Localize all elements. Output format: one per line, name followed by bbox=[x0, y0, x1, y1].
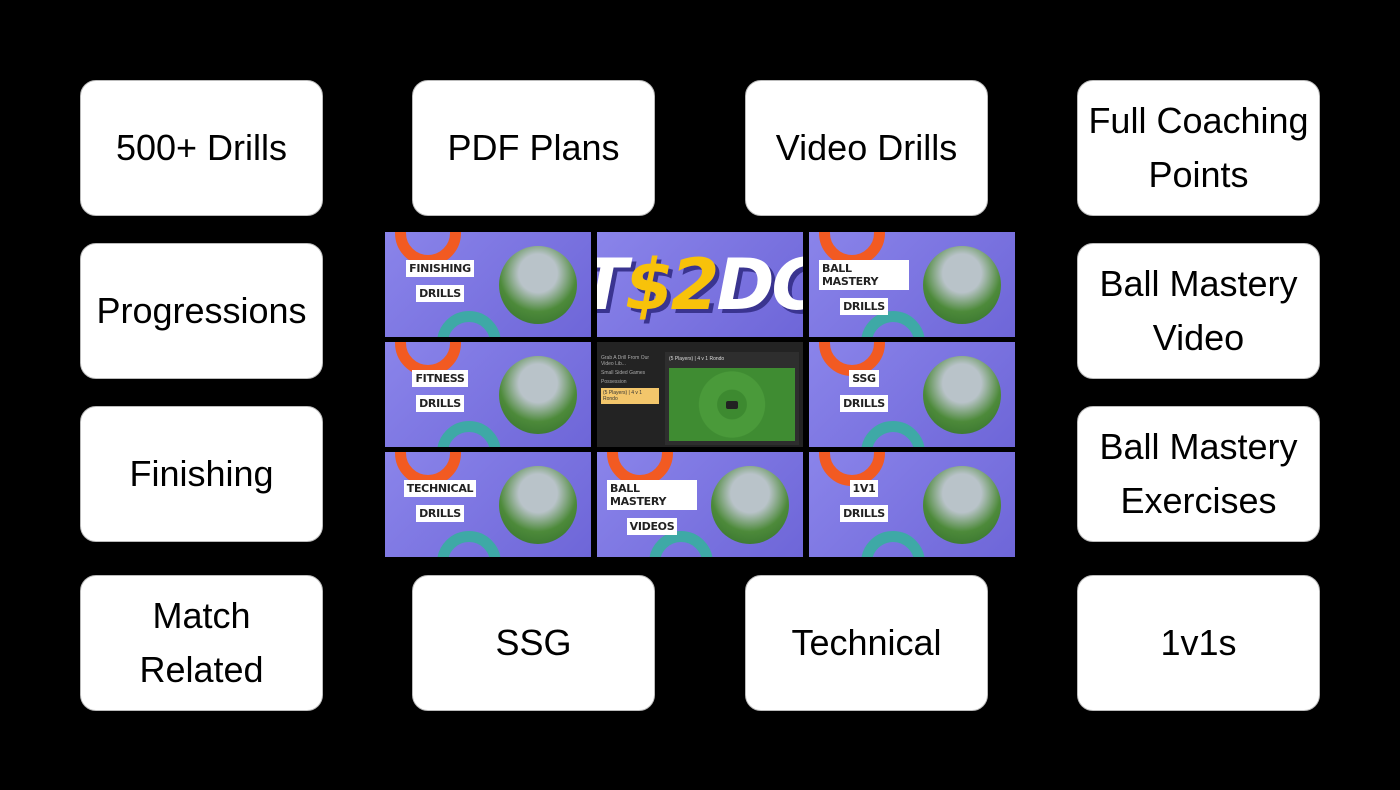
tile-title: SSG bbox=[849, 370, 879, 387]
player-photo bbox=[499, 246, 577, 324]
tile-subtitle: VIDEOS bbox=[626, 518, 678, 535]
teal-ring-decoration bbox=[437, 531, 501, 557]
play-icon bbox=[726, 400, 738, 409]
player-photo bbox=[923, 466, 1001, 544]
feature-progressions: Progressions bbox=[80, 243, 323, 379]
tile-ball-mastery-videos: BALL MASTERY VIDEOS bbox=[597, 452, 803, 557]
player-photo bbox=[923, 356, 1001, 434]
panel-title: (5 Players) | 4 v 1 Rondo bbox=[669, 356, 725, 362]
feature-pdf-plans: PDF Plans bbox=[412, 80, 655, 216]
teal-ring-decoration bbox=[861, 531, 925, 557]
tile-subtitle: DRILLS bbox=[840, 395, 888, 412]
feature-ball-mastery-exercises: Ball Mastery Exercises bbox=[1077, 406, 1320, 542]
feature-coaching-points: Full Coaching Points bbox=[1077, 80, 1320, 216]
tile-title: TECHNICAL bbox=[403, 480, 477, 497]
tile-ball-mastery-drills: BALL MASTERY DRILLS bbox=[809, 232, 1015, 337]
feature-ssg: SSG bbox=[412, 575, 655, 711]
tile-title: FINISHING bbox=[406, 260, 474, 277]
pitch-diagram bbox=[669, 368, 795, 441]
tile-technical-drills: TECHNICAL DRILLS bbox=[385, 452, 591, 557]
drill-panel: (5 Players) | 4 v 1 Rondo bbox=[665, 352, 799, 445]
player-photo bbox=[499, 356, 577, 434]
feature-finishing: Finishing bbox=[80, 406, 323, 542]
tile-subtitle: DRILLS bbox=[416, 285, 464, 302]
tile-fitness-drills: FITNESS DRILLS bbox=[385, 342, 591, 447]
tile-finishing-drills: FINISHING DRILLS bbox=[385, 232, 591, 337]
feature-ball-mastery-video: Ball Mastery Video bbox=[1077, 243, 1320, 379]
player-photo bbox=[499, 466, 577, 544]
tile-title: FITNESS bbox=[412, 370, 468, 387]
player-photo bbox=[923, 246, 1001, 324]
tile-logo: T$2DC bbox=[597, 232, 803, 337]
list-title: Grab A Drill From Our Video Lib... bbox=[601, 355, 650, 367]
feature-500-drills: 500+ Drills bbox=[80, 80, 323, 216]
section-small-sided-games: Small Sided Games bbox=[601, 370, 646, 376]
teal-ring-decoration bbox=[437, 421, 501, 447]
teal-ring-decoration bbox=[861, 421, 925, 447]
tile-title: 1V1 bbox=[849, 480, 879, 497]
thumbnail-grid: FINISHING DRILLS T$2DC BALL MASTERY DRILLS… bbox=[385, 232, 1015, 558]
tile-subtitle: DRILLS bbox=[416, 395, 464, 412]
feature-technical: Technical bbox=[745, 575, 988, 711]
tile-subtitle: DRILLS bbox=[416, 505, 464, 522]
tile-subtitle: DRILLS bbox=[840, 298, 888, 315]
drill-list: Grab A Drill From Our Video Lib... Small… bbox=[601, 352, 659, 407]
feature-1v1s: 1v1s bbox=[1077, 575, 1320, 711]
section-possession: Possession bbox=[601, 379, 627, 385]
tile-title: BALL MASTERY bbox=[607, 480, 697, 510]
tile-subtitle: DRILLS bbox=[840, 505, 888, 522]
player-photo bbox=[711, 466, 789, 544]
t2dc-logo: T$2DC bbox=[597, 243, 803, 326]
feature-video-drills: Video Drills bbox=[745, 80, 988, 216]
tile-title: BALL MASTERY bbox=[819, 260, 909, 290]
tile-ssg-drills: SSG DRILLS bbox=[809, 342, 1015, 447]
feature-match-related: Match Related bbox=[80, 575, 323, 711]
tile-app-screenshot: Grab A Drill From Our Video Lib... Small… bbox=[597, 342, 803, 447]
selected-drill: (5 Players) | 4 v 1 Rondo bbox=[601, 388, 659, 404]
teal-ring-decoration bbox=[437, 311, 501, 337]
